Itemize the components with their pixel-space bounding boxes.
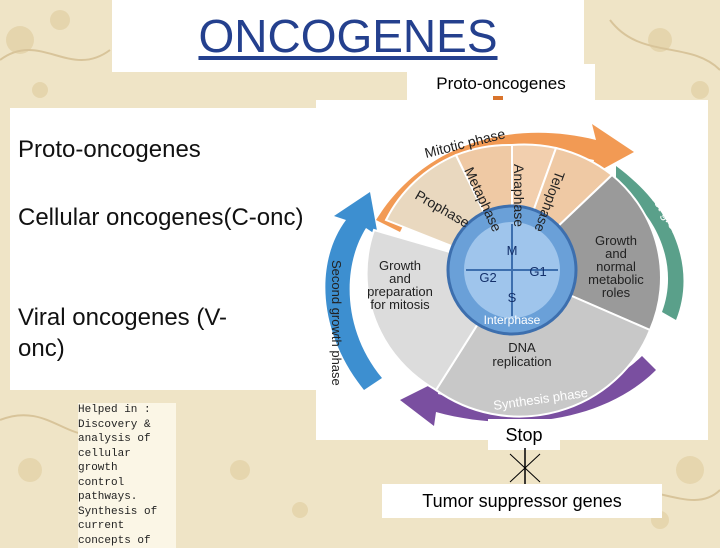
- oncogene-types-box: Proto-oncogenes Cellular oncogenes(C-onc…: [10, 108, 322, 390]
- growth-normal-line: roles: [602, 285, 631, 300]
- tumor-suppressor-label: Tumor suppressor genes: [382, 484, 662, 518]
- growth-normal-line: normal: [596, 259, 636, 274]
- cell-cycle-diagram: Mitotic phase First growth phase Second …: [316, 100, 708, 440]
- growth-normal-line: metabolic: [588, 272, 644, 287]
- label-anaphase: Anaphase: [511, 164, 527, 227]
- center-g1: G1: [529, 264, 546, 279]
- center-s: S: [508, 290, 517, 305]
- label-second-growth: Second growth phase: [329, 260, 344, 386]
- synthesis-arrow: [400, 356, 656, 426]
- growth-normal-line: Growth: [595, 233, 637, 248]
- first-growth-arrow: [616, 166, 684, 320]
- center-m: M: [507, 243, 518, 258]
- growth-prep-line: preparation: [367, 284, 433, 299]
- dna-line: DNA: [508, 340, 536, 355]
- text-proto-oncogenes: Proto-oncogenes: [18, 136, 201, 163]
- proto-oncogenes-label: Proto-oncogenes: [407, 64, 595, 102]
- growth-prep-line: for mitosis: [370, 297, 430, 312]
- stop-label: Stop: [488, 419, 560, 450]
- second-growth-arrow: [325, 192, 382, 390]
- dna-line: replication: [492, 354, 551, 369]
- growth-prep-line: and: [389, 271, 411, 286]
- note-text: Helped in : Discovery & analysis of cell…: [78, 403, 176, 548]
- inhibition-lines: [509, 448, 541, 484]
- center-g2: G2: [479, 270, 496, 285]
- text-cellular-oncogenes: Cellular oncogenes(C-onc): [18, 204, 304, 231]
- growth-normal-line: and: [605, 246, 627, 261]
- center-interphase: Interphase: [484, 313, 541, 327]
- text-viral-oncogenes: Viral oncogenes (V-onc): [18, 304, 228, 362]
- slide-title: ONCOGENES: [198, 10, 498, 62]
- growth-prep-line: Growth: [379, 258, 421, 273]
- title-box: ONCOGENES: [112, 0, 584, 72]
